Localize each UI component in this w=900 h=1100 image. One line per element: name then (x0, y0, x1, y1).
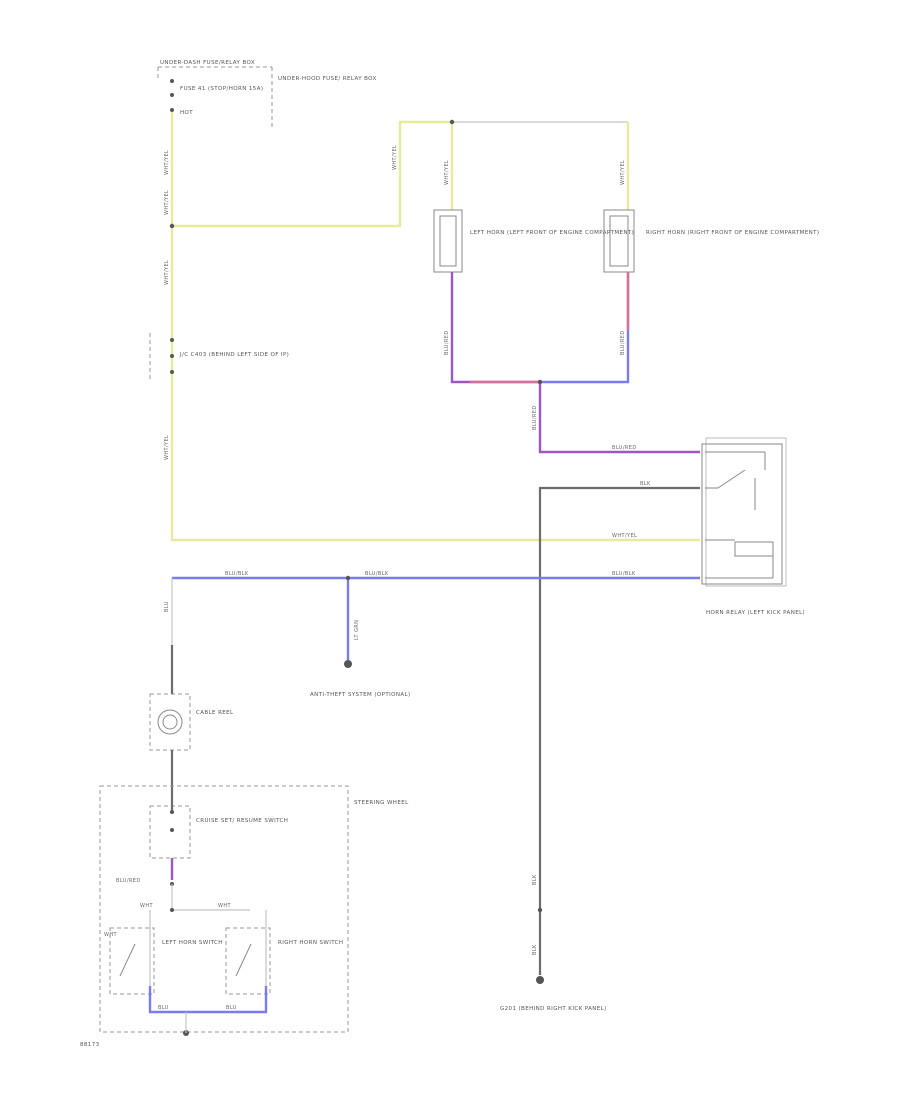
wire-label-8: WHT/YEL (612, 533, 637, 539)
figure-id: 88173 (80, 1042, 100, 1048)
horn-relay-label: HORN RELAY (LEFT KICK PANEL) (706, 610, 805, 616)
wht-yel-feed: WHT/YEL WHT/YEL WHT/YEL WHT/YEL WHT/YEL … (164, 112, 700, 542)
wire-label-11: BLU/RED (532, 405, 538, 430)
left-horn-label: LEFT HORN (LEFT FRONT OF ENGINE COMPARTM… (470, 230, 634, 236)
horn-ground-leads: BLU/RED BLU/RED BLU/RED BLU/RED (444, 272, 700, 454)
wire-label-5: WHT/YEL (392, 145, 398, 170)
wire-label-16: BLU/BLK (225, 571, 249, 577)
steering-wheel-label: STEERING WHEEL (354, 800, 409, 806)
cable-reel: CABLE REEL (149, 645, 234, 790)
wire-label-13: BLK (640, 481, 651, 487)
fuse-label: FUSE 41 (STOP/HORN 15A) (180, 86, 263, 92)
wire-label-3: WHT/YEL (164, 260, 170, 285)
blk-ground-wire: BLK BLK BLK G201 (BEHIND RIGHT KICK PANE… (500, 481, 700, 1012)
wire-label-15: BLK (532, 944, 538, 955)
cruise-switch-label: CRUISE SET/ RESUME SWITCH (196, 818, 288, 824)
wire-label-23: WHT (218, 903, 232, 909)
wire-label-14: BLK (532, 874, 538, 885)
fuse-box: UNDER-DASH FUSE/RELAY BOX UNDER-HOOD FUS… (157, 60, 377, 128)
horn-relay: HORN RELAY (LEFT KICK PANEL) (701, 437, 805, 616)
wire-label-9: BLU/RED (444, 330, 450, 355)
cable-reel-label: CABLE REEL (196, 710, 234, 716)
ground-label: G201 (BEHIND RIGHT KICK PANEL) (500, 1006, 607, 1012)
fuse-panel-label: UNDER-DASH FUSE/RELAY BOX (160, 60, 255, 66)
wire-label-20: BLU (164, 601, 170, 612)
junction-label: J/C C403 (BEHIND LEFT SIDE OF IP) (179, 352, 289, 358)
left-horn-switch: WHT LEFT HORN SWITCH (104, 910, 223, 995)
blu-blk-wire: BLU/BLK BLU/BLK BLU/BLK LT GRN BLU ANTI-… (164, 571, 700, 698)
wire-label-10: BLU/RED (620, 330, 626, 355)
wire-label-7: WHT/YEL (620, 160, 626, 185)
wire-label-1: WHT/YEL (164, 150, 170, 175)
wire-label-2: WHT/YEL (164, 190, 170, 215)
wire-label-17: BLU/BLK (365, 571, 389, 577)
wire-label-24: WHT (104, 932, 118, 938)
right-horn-label: RIGHT HORN (RIGHT FRONT OF ENGINE COMPAR… (646, 230, 819, 236)
wire-label-26: BLU (226, 1005, 237, 1011)
wire-label-25: BLU (158, 1005, 169, 1011)
wire-label-4: WHT/YEL (164, 435, 170, 460)
underhood-box-label: UNDER-HOOD FUSE/ RELAY BOX (278, 76, 377, 82)
left-horn: LEFT HORN (LEFT FRONT OF ENGINE COMPARTM… (433, 209, 634, 273)
wire-label-12: BLU/RED (612, 445, 637, 451)
junction-connector: J/C C403 (BEHIND LEFT SIDE OF IP) (149, 333, 289, 381)
right-horn-switch: RIGHT HORN SWITCH (225, 910, 343, 995)
wire-label-19: LT GRN (354, 620, 360, 640)
steering-wheel: STEERING WHEEL CRUISE SET/ RESUME SWITCH… (99, 785, 409, 1036)
anti-theft-label: ANTI-THEFT SYSTEM (OPTIONAL) (310, 692, 411, 698)
wire-label-6: WHT/YEL (444, 160, 450, 185)
wire-label-22: WHT (140, 903, 154, 909)
wire-label-21: BLU/RED (116, 878, 141, 884)
hot-label: HOT (180, 110, 193, 116)
right-horn: RIGHT HORN (RIGHT FRONT OF ENGINE COMPAR… (603, 209, 819, 273)
right-horn-switch-label: RIGHT HORN SWITCH (278, 940, 343, 946)
left-horn-switch-label: LEFT HORN SWITCH (162, 940, 223, 946)
wire-label-18: BLU/BLK (612, 571, 636, 577)
